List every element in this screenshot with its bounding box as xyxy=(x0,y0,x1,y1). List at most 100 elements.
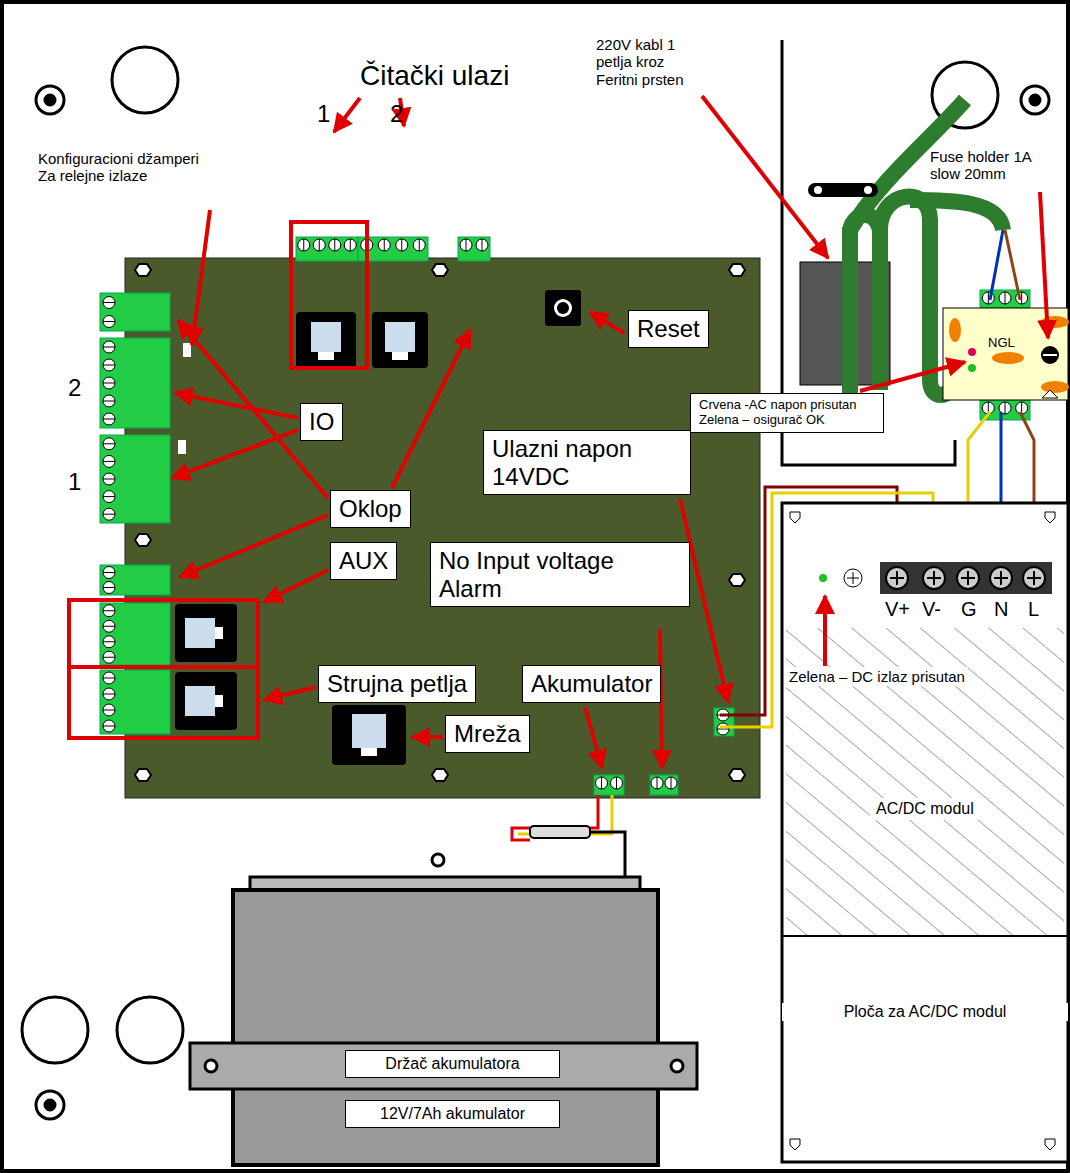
screw xyxy=(611,777,623,789)
label-box: Akumulator xyxy=(522,665,661,703)
screw-slot xyxy=(961,571,975,585)
screw-slot xyxy=(482,239,483,251)
screw xyxy=(103,688,115,700)
label-box: 12V/7Ah akumulator xyxy=(345,1100,560,1128)
screw xyxy=(103,341,115,353)
screw xyxy=(378,239,390,251)
screw-slot xyxy=(303,239,304,251)
label-text: Držač akumulatora xyxy=(354,1055,551,1073)
screw xyxy=(103,473,115,485)
label-box: Oklop xyxy=(330,490,411,528)
screw-slot xyxy=(401,239,402,251)
label: V- xyxy=(922,598,941,621)
screw-slot xyxy=(466,239,467,251)
screw xyxy=(651,777,663,789)
screw-slot xyxy=(334,239,335,251)
label: 1 xyxy=(68,468,81,496)
screw xyxy=(103,636,115,648)
standoff xyxy=(729,574,745,586)
label: 1 xyxy=(317,100,330,128)
screw-slot xyxy=(103,461,115,462)
screw xyxy=(103,316,115,328)
screw-slot xyxy=(384,239,385,251)
screw xyxy=(476,239,488,251)
screw-slot xyxy=(103,626,115,627)
screw-slot xyxy=(103,641,115,642)
screw-slot xyxy=(103,572,115,573)
screw xyxy=(103,582,115,594)
screw-slot xyxy=(103,401,115,402)
screw xyxy=(596,777,608,789)
label: 220V kabl 1 petlja kroz Feritni prsten xyxy=(596,36,701,88)
label-text: 12V/7Ah akumulator xyxy=(354,1105,551,1123)
screw xyxy=(103,620,115,632)
label: NGL xyxy=(988,336,1015,351)
screw xyxy=(886,567,908,589)
screw xyxy=(460,239,472,251)
label-text: IO xyxy=(309,408,334,436)
screw xyxy=(344,239,356,251)
screw-slot xyxy=(1005,292,1006,304)
screw xyxy=(1023,567,1045,589)
terminal-block xyxy=(650,775,678,795)
label-text: Oklop xyxy=(339,495,402,523)
label-box: Držač akumulatora xyxy=(345,1050,560,1078)
screw xyxy=(103,438,115,450)
standoff xyxy=(432,769,448,781)
standoff xyxy=(135,264,151,276)
screw xyxy=(396,239,408,251)
label-box: No Input voltage Alarm xyxy=(430,542,690,607)
screw xyxy=(103,508,115,520)
screw xyxy=(103,651,115,663)
screw-slot xyxy=(319,239,320,251)
screw xyxy=(413,239,425,251)
label: Zelena – DC izlaz prisutan xyxy=(786,667,968,686)
screw xyxy=(103,413,115,425)
screw xyxy=(717,723,729,735)
module-label: AC/DC modul xyxy=(870,798,980,820)
label: N xyxy=(994,598,1008,621)
label-text: Ulazni napon 14VDC xyxy=(492,435,682,490)
label: Fuse holder 1A slow 20mm xyxy=(930,148,1050,183)
screw-slot xyxy=(103,496,115,497)
label: 2 xyxy=(390,100,403,128)
screw-slot xyxy=(103,479,115,480)
screw-slot xyxy=(103,302,115,303)
terminal-block xyxy=(100,670,170,734)
screw xyxy=(957,567,979,589)
label: V+ xyxy=(885,598,910,621)
screw-slot xyxy=(1005,402,1006,414)
label-text: Akumulator xyxy=(531,670,652,698)
label: Konfiguracioni džamperi Za relejne izlaz… xyxy=(38,150,213,185)
label-box: IO xyxy=(300,403,343,441)
screw xyxy=(103,359,115,371)
screw xyxy=(103,720,115,732)
label: 2 xyxy=(68,374,81,402)
screw-slot xyxy=(103,587,115,588)
label-text: Mreža xyxy=(454,720,521,748)
screw-slot xyxy=(103,365,115,366)
standoff xyxy=(135,769,151,781)
screw xyxy=(103,567,115,579)
screw xyxy=(923,567,945,589)
screw xyxy=(665,777,677,789)
screw-slot xyxy=(103,443,115,444)
screw-slot xyxy=(1027,571,1041,585)
screw xyxy=(103,672,115,684)
screw xyxy=(103,455,115,467)
label-text: Reset xyxy=(637,315,700,343)
screw xyxy=(103,297,115,309)
terminal-block xyxy=(594,775,624,795)
standoff xyxy=(432,264,448,276)
screw-slot xyxy=(927,571,941,585)
terminal-block xyxy=(980,290,1030,308)
standoff xyxy=(729,769,745,781)
label: L xyxy=(1028,598,1039,621)
screw-slot xyxy=(103,347,115,348)
terminal-block xyxy=(100,435,170,523)
rj-connectors xyxy=(175,290,581,765)
screw xyxy=(103,605,115,617)
screw-slot xyxy=(103,419,115,420)
